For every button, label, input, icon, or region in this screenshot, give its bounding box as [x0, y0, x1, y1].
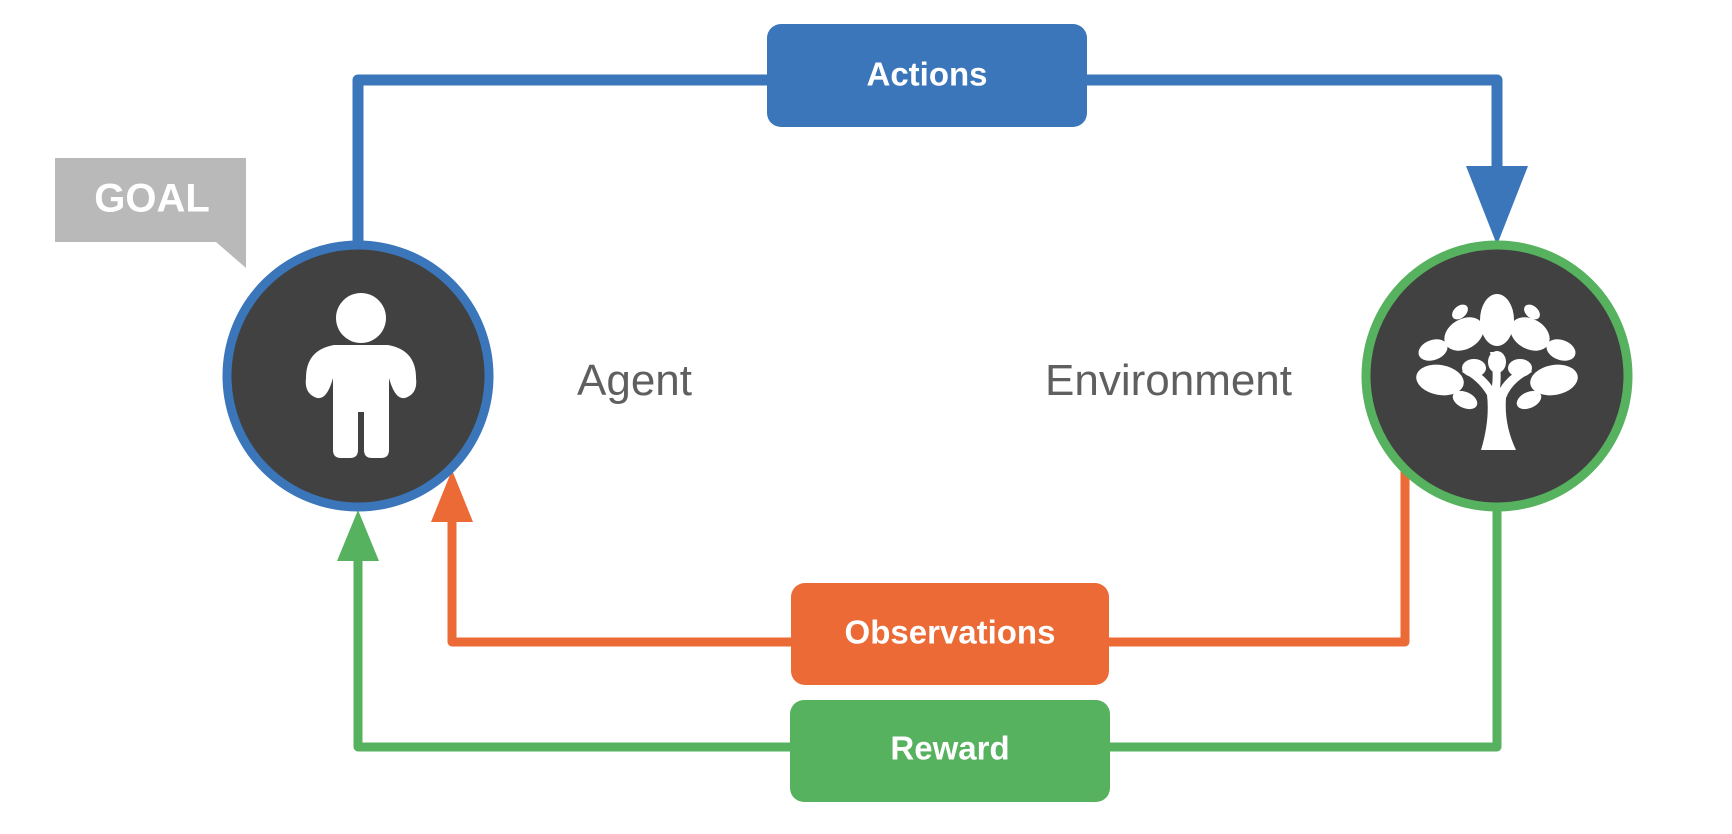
environment-node — [1361, 240, 1633, 512]
agent-node — [222, 240, 494, 512]
observations-box: Observations — [791, 583, 1109, 685]
reward-label: Reward — [890, 730, 1009, 767]
actions-arrowhead — [1466, 166, 1528, 245]
observations-label: Observations — [845, 614, 1056, 651]
goal-label: GOAL — [94, 177, 210, 221]
actions-label: Actions — [866, 56, 987, 93]
environment-label: Environment — [1045, 356, 1292, 405]
agent-label: Agent — [577, 356, 692, 405]
reward-box: Reward — [790, 700, 1110, 802]
reward-arrowhead — [337, 510, 379, 561]
tree-icon — [1416, 294, 1578, 450]
observations-arrowhead — [431, 470, 473, 522]
actions-box: Actions — [767, 24, 1087, 127]
person-icon — [305, 293, 417, 458]
goal-bubble: GOAL — [55, 158, 246, 268]
